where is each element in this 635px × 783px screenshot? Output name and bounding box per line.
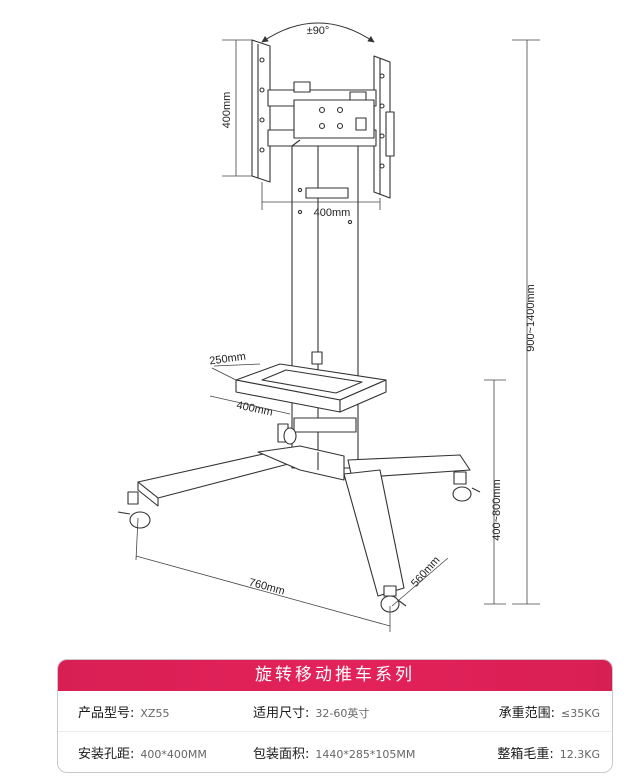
spec-item-model: 产品型号: XZ55 bbox=[78, 702, 253, 721]
spec-label: 包装面积: bbox=[253, 746, 310, 762]
right-vesa-bracket bbox=[373, 55, 395, 199]
spec-title: 旋转移动推车系列 bbox=[58, 660, 612, 691]
rotation-arc bbox=[261, 22, 375, 43]
spec-item-screen-size: 适用尺寸: 32-60英寸 bbox=[253, 702, 473, 721]
spec-value: XZ55 bbox=[140, 706, 170, 720]
height-range-label: 900~1400mm bbox=[525, 284, 537, 352]
spec-panel: 旋转移动推车系列 产品型号: XZ55 适用尺寸: 32-60英寸 承重范围: … bbox=[57, 659, 613, 773]
spec-value: 12.3KG bbox=[559, 747, 600, 761]
spec-value: 1440*285*105MM bbox=[315, 747, 416, 761]
spec-value: ≤35KG bbox=[561, 706, 600, 720]
rotation-label: ±90° bbox=[307, 25, 330, 37]
caster-front bbox=[380, 585, 407, 613]
base bbox=[137, 445, 471, 597]
vesa-height-label: 400mm bbox=[221, 92, 233, 129]
left-vesa-bracket bbox=[251, 39, 271, 183]
mounting-plate bbox=[267, 81, 377, 147]
caster-right bbox=[452, 471, 481, 502]
spec-label: 适用尺寸: bbox=[253, 705, 310, 721]
spec-label: 安装孔距: bbox=[78, 746, 135, 762]
vesa-width-label: 400mm bbox=[314, 207, 351, 219]
spec-item-package-size: 包装面积: 1440*285*105MM bbox=[253, 743, 473, 762]
spec-item-hole-spacing: 安装孔距: 400*400MM bbox=[78, 743, 253, 762]
spec-label: 产品型号: bbox=[78, 705, 135, 721]
base-depth-label: 560mm bbox=[409, 554, 442, 589]
spec-item-gross-weight: 整箱毛重: 12.3KG bbox=[473, 743, 600, 762]
spec-value: 400*400MM bbox=[140, 747, 207, 761]
shelf-bracket bbox=[277, 417, 357, 443]
tv-stand-diagram: ±90° 400mm 400mm 900~1400mm 250mm 400mm … bbox=[117, 22, 540, 632]
spec-item-load: 承重范围: ≤35KG bbox=[473, 702, 600, 721]
shelf bbox=[235, 351, 387, 413]
spec-value: 32-60英寸 bbox=[315, 706, 370, 720]
spec-label: 整箱毛重: bbox=[497, 746, 554, 762]
spec-row: 安装孔距: 400*400MM 包装面积: 1440*285*105MM 整箱毛… bbox=[58, 731, 612, 772]
shelf-depth-label: 250mm bbox=[209, 351, 247, 368]
spec-label: 承重范围: bbox=[498, 705, 556, 721]
caster-left bbox=[117, 491, 151, 529]
caster-back bbox=[283, 427, 297, 445]
base-width-label: 760mm bbox=[248, 577, 287, 598]
spec-row: 产品型号: XZ55 适用尺寸: 32-60英寸 承重范围: ≤35KG bbox=[58, 691, 612, 731]
shelf-height-label: 400~800mm bbox=[491, 479, 503, 540]
shelf-width-label: 400mm bbox=[235, 399, 273, 418]
